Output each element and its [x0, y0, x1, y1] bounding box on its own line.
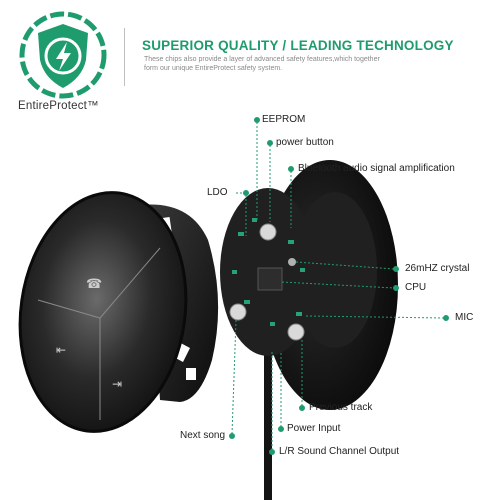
board-component-4 — [244, 300, 250, 304]
front-divider-1 — [99, 247, 161, 319]
board-component-6 — [270, 322, 275, 326]
label-power-input: Power Input — [287, 423, 341, 434]
board-component-7 — [232, 270, 237, 274]
board-button-right — [287, 323, 305, 341]
phone-icon: ☎ — [86, 277, 102, 292]
label-next-song: Next song — [180, 430, 226, 441]
front-face — [20, 192, 186, 432]
board-component-1 — [238, 232, 244, 236]
callouts — [229, 117, 449, 455]
board-crystal — [288, 258, 296, 266]
label-crystal: 26mHZ crystal — [405, 263, 470, 274]
board-component-2 — [252, 218, 257, 222]
label-lr-output: L/R Sound Channel Output — [279, 446, 400, 457]
label-eeprom: EEPROM — [262, 114, 306, 125]
board-component-3 — [288, 240, 294, 244]
brand-name: EntireProtect™ — [18, 100, 99, 112]
description-line-1: These chips also provide a layer of adva… — [144, 56, 380, 63]
lightning-icon — [56, 42, 71, 71]
description-line-2: form our unique EntireProtect safety sys… — [144, 65, 283, 72]
label-mic: MIC — [455, 312, 474, 323]
label-ldo: LDO — [207, 187, 228, 198]
previous-icon: ⇤ — [56, 343, 66, 357]
label-cpu: CPU — [405, 282, 427, 293]
board-component-5 — [296, 312, 302, 316]
entireprotect-badge — [19, 11, 107, 99]
header-divider — [124, 28, 125, 86]
board-chip — [257, 267, 283, 291]
label-power-button: power button — [276, 137, 334, 148]
label-previous-track: Previous track — [309, 402, 373, 413]
front-divider-2 — [37, 299, 101, 319]
board-button-left — [229, 303, 247, 321]
headline: SUPERIOR QUALITY / LEADING TECHNOLOGY — [142, 38, 454, 53]
back-cover-inner — [293, 192, 377, 348]
label-bluetooth: Bluetooth audio signal amplification — [298, 163, 455, 174]
next-icon: ⇥ — [112, 377, 122, 391]
ring-slot-4 — [186, 368, 196, 380]
front-face-rim — [18, 191, 188, 433]
board-button-top — [259, 223, 277, 241]
board-component-8 — [300, 268, 305, 272]
